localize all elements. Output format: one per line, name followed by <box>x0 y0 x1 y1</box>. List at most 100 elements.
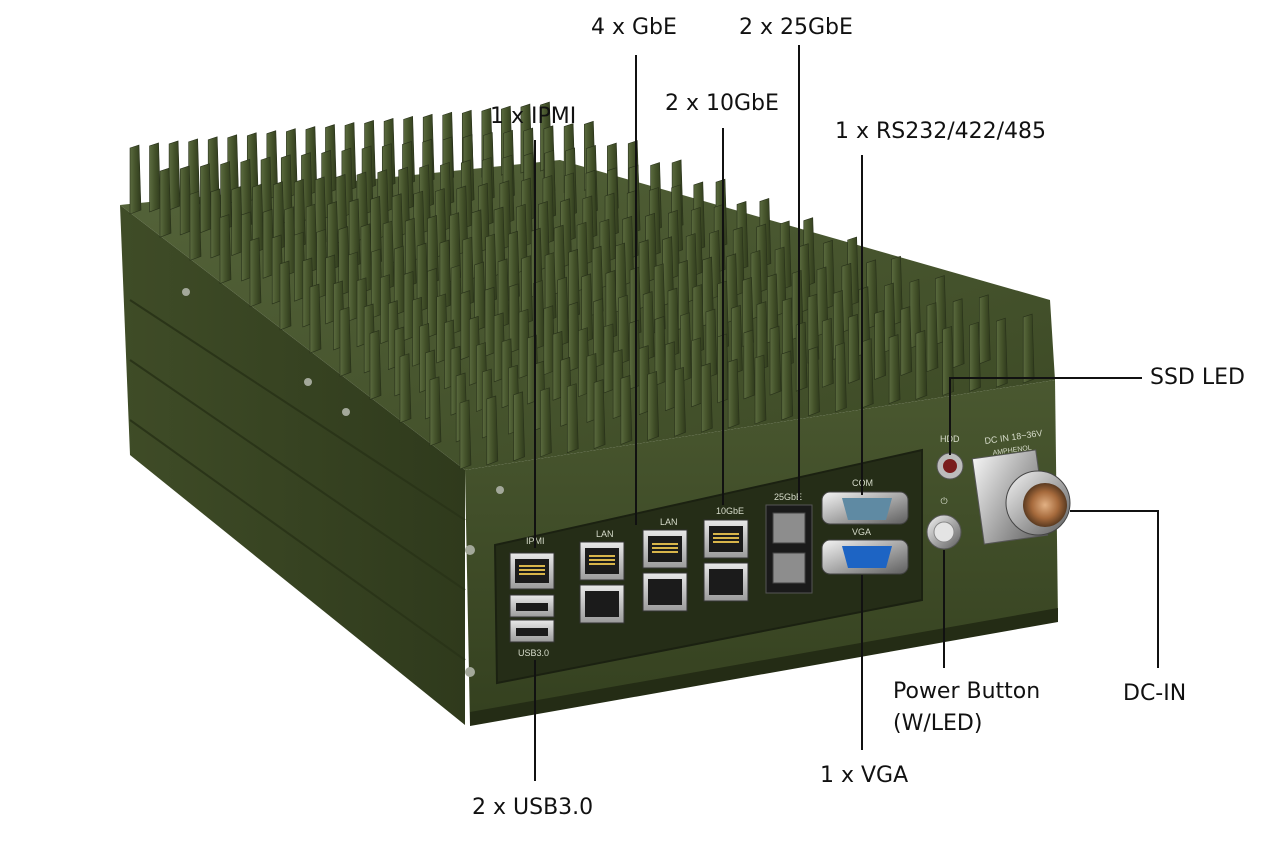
heatsink-fin <box>521 255 533 326</box>
heatsink-fin <box>486 395 499 466</box>
heatsink-fin <box>769 325 782 396</box>
heatsink-fin <box>781 350 794 421</box>
heatsink-fin <box>179 165 192 236</box>
leader-ssd-led <box>949 377 1142 455</box>
heatsink-fin <box>620 375 633 445</box>
callout-power-button-line2: (W/LED) <box>893 711 983 736</box>
heatsink-fin <box>513 391 525 462</box>
heatsink-fin <box>874 310 886 380</box>
heatsink-fin <box>568 301 580 372</box>
heatsink-fin <box>691 337 703 408</box>
heatsink-fin <box>996 317 1008 388</box>
com-port <box>821 491 909 525</box>
dc-in-connector <box>971 449 1071 545</box>
heatsink-fin <box>200 163 212 234</box>
chassis-left-side <box>120 205 465 725</box>
heatsink-fin <box>405 217 417 288</box>
heatsink-fin <box>339 306 352 377</box>
leader-lines <box>534 45 1159 781</box>
callout-vga: 1 x VGA <box>820 763 909 788</box>
heatsink-fin <box>822 317 834 388</box>
callout-ipmi: 1 x IPMI <box>490 104 577 129</box>
panel-label-25gbe: 25GbE <box>774 492 802 502</box>
heatsink-fin <box>540 387 552 458</box>
heatsink-fin <box>795 321 808 392</box>
heatsink-fin <box>459 399 472 470</box>
heatsink-fin <box>629 319 641 390</box>
heatsink-fin <box>653 263 666 334</box>
ssd-led <box>936 452 964 480</box>
heatsink-fin <box>647 370 660 441</box>
callout-power-button: Power Button (W/LED) <box>893 676 1040 740</box>
heatsink-fin <box>978 294 991 365</box>
lan-ports-gbe <box>579 529 688 624</box>
heatsink-fin <box>782 297 794 368</box>
leader-dc-in <box>1070 510 1159 668</box>
heatsink-fin <box>900 306 913 376</box>
heatsink-fins <box>129 101 1035 470</box>
heatsink-fin <box>808 346 820 417</box>
heatsink-fin <box>279 260 292 331</box>
heatsink-fin <box>129 144 142 215</box>
vga-port <box>821 539 909 575</box>
usb-ports <box>509 594 555 643</box>
heatsink-fin <box>593 379 606 449</box>
heatsink-fin <box>427 215 439 285</box>
heatsink-fin <box>1022 313 1035 384</box>
heatsink-fin <box>743 329 756 400</box>
panel-label-10gbe: 10GbE <box>716 506 744 516</box>
panel-label-lan2: LAN <box>660 517 678 527</box>
heatsink-fin <box>249 237 262 308</box>
heatsink-fin <box>149 142 161 213</box>
heatsink-fin <box>369 330 382 400</box>
heatsink-fin <box>231 186 244 256</box>
heatsink-fin <box>309 283 322 354</box>
callout-25gbe: 2 x 25GbE <box>739 15 853 40</box>
heatsink-fin <box>642 291 655 362</box>
heatsink-fin <box>731 304 743 375</box>
heatsink-fin <box>926 302 939 373</box>
power-button: ⏻ <box>926 496 962 550</box>
heatsink-fin <box>969 321 981 392</box>
heatsink-fin <box>888 334 901 404</box>
heatsink-fin <box>566 383 579 454</box>
heatsink-fin <box>727 358 740 429</box>
heatsink-fin <box>807 293 820 364</box>
side-ribs <box>129 299 466 661</box>
heatsink-fin <box>754 354 767 425</box>
panel-label-usb: USB3.0 <box>518 648 549 658</box>
heatsink-fin <box>942 325 955 396</box>
callout-dc-in: DC-IN <box>1123 681 1187 706</box>
heatsink-fin <box>568 248 580 319</box>
heatsink-fin <box>348 198 361 269</box>
callout-rs232: 1 x RS232/422/485 <box>835 119 1047 144</box>
heatsink-fin <box>952 298 965 369</box>
panel-label-lan1: LAN <box>596 529 614 539</box>
heatsink-fin <box>399 353 412 424</box>
heatsink-fin <box>168 140 181 211</box>
heatsink-fin <box>848 313 860 384</box>
heatsink-fin <box>605 270 618 340</box>
heatsink-fin <box>692 284 705 354</box>
callout-usb: 2 x USB3.0 <box>472 795 594 820</box>
heatsink-fin <box>485 233 497 304</box>
heatsink-fin <box>581 273 594 344</box>
heatsink-fin <box>219 214 232 284</box>
heatsink-fin <box>861 338 874 409</box>
panel-label-vga: VGA <box>852 527 871 537</box>
heatsink-fin <box>915 330 928 400</box>
heatsink-fin <box>159 167 172 238</box>
callout-gbe: 4 x GbE <box>591 15 677 40</box>
heatsink-fin <box>544 252 557 322</box>
heatsink-fin <box>674 366 686 437</box>
heatsink-fin <box>705 308 718 379</box>
sfp-ports-25gbe <box>765 504 813 594</box>
heatsink-fin <box>835 342 847 413</box>
ipmi-port <box>509 552 555 590</box>
chassis-bottom-edge <box>470 608 1058 726</box>
heatsink-fin <box>508 230 520 301</box>
lan-ports-10gbe <box>703 519 749 602</box>
callout-ssd-led: SSD LED <box>1150 365 1245 390</box>
